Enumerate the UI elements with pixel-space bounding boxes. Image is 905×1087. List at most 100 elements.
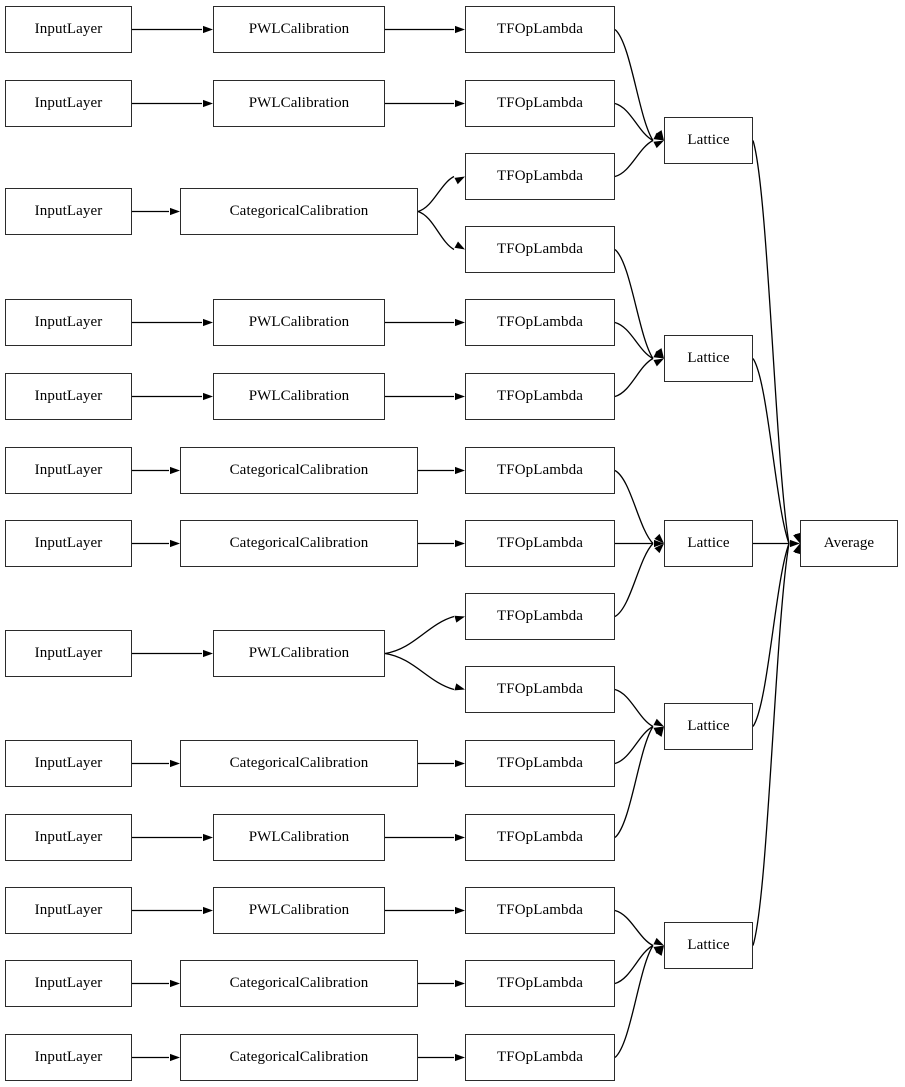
graph-node-in2[interactable]: InputLayer xyxy=(5,80,132,127)
graph-node-label: TFOpLambda xyxy=(497,21,583,37)
graph-node-lat4[interactable]: Lattice xyxy=(664,703,753,750)
graph-node-in8[interactable]: InputLayer xyxy=(5,630,132,677)
graph-node-cal8[interactable]: PWLCalibration xyxy=(213,630,385,677)
graph-node-cal4[interactable]: PWLCalibration xyxy=(213,299,385,346)
graph-node-label: PWLCalibration xyxy=(248,95,350,111)
graph-arrowhead-cal5-to-op6 xyxy=(455,392,465,401)
graph-node-in10[interactable]: InputLayer xyxy=(5,814,132,861)
graph-node-in5[interactable]: InputLayer xyxy=(5,373,132,420)
graph-node-op7[interactable]: TFOpLambda xyxy=(465,447,615,494)
graph-node-label: PWLCalibration xyxy=(248,388,350,404)
graph-node-label: PWLCalibration xyxy=(248,645,350,661)
graph-arrowhead-lat3-to-avg xyxy=(790,539,800,548)
graph-node-op10[interactable]: TFOpLambda xyxy=(465,666,615,713)
graph-node-label: InputLayer xyxy=(34,388,103,404)
graph-node-in12[interactable]: InputLayer xyxy=(5,960,132,1007)
graph-arrowhead-cal12-to-op14 xyxy=(455,979,465,988)
graph-node-op15[interactable]: TFOpLambda xyxy=(465,1034,615,1081)
graph-edge-lat2-to-avg xyxy=(752,358,790,544)
graph-node-cal11[interactable]: PWLCalibration xyxy=(213,887,385,934)
graph-node-label: InputLayer xyxy=(34,95,103,111)
graph-node-label: Lattice xyxy=(687,718,730,734)
graph-node-op8[interactable]: TFOpLambda xyxy=(465,520,615,567)
graph-arrowhead-in10-to-cal10 xyxy=(203,833,213,842)
graph-node-cal12[interactable]: CategoricalCalibration xyxy=(180,960,418,1007)
graph-node-avg[interactable]: Average xyxy=(800,520,898,567)
graph-node-cal3[interactable]: CategoricalCalibration xyxy=(180,188,418,235)
graph-arrowhead-op5-to-lat2 xyxy=(653,350,664,359)
graph-node-op14[interactable]: TFOpLambda xyxy=(465,960,615,1007)
graph-node-lat2[interactable]: Lattice xyxy=(664,335,753,382)
graph-edge-op4-to-lat2 xyxy=(614,248,654,359)
graph-node-lat1[interactable]: Lattice xyxy=(664,117,753,164)
graph-node-label: InputLayer xyxy=(34,21,103,37)
graph-node-label: InputLayer xyxy=(34,1049,103,1065)
graph-edge-cal3-to-op4 xyxy=(417,210,455,251)
graph-node-label: Lattice xyxy=(687,535,730,551)
graph-node-label: TFOpLambda xyxy=(497,241,583,257)
graph-node-op6[interactable]: TFOpLambda xyxy=(465,373,615,420)
graph-edge-op3-to-lat1 xyxy=(614,139,654,178)
graph-node-in13[interactable]: InputLayer xyxy=(5,1034,132,1081)
graph-node-label: InputLayer xyxy=(34,902,103,918)
graph-edge-op14-to-lat5 xyxy=(614,944,654,985)
graph-arrowhead-in9-to-cal9 xyxy=(170,759,180,768)
graph-node-in1[interactable]: InputLayer xyxy=(5,6,132,53)
graph-node-cal13[interactable]: CategoricalCalibration xyxy=(180,1034,418,1081)
graph-node-in7[interactable]: InputLayer xyxy=(5,520,132,567)
graph-node-label: InputLayer xyxy=(34,535,103,551)
graph-arrowhead-op4-to-lat2 xyxy=(655,348,664,359)
graph-arrowhead-op15-to-lat5 xyxy=(655,945,664,956)
graph-node-label: InputLayer xyxy=(34,645,103,661)
graph-node-in11[interactable]: InputLayer xyxy=(5,887,132,934)
graph-node-op2[interactable]: TFOpLambda xyxy=(465,80,615,127)
graph-node-op12[interactable]: TFOpLambda xyxy=(465,814,615,861)
graph-node-label: TFOpLambda xyxy=(497,1049,583,1065)
graph-edge-op6-to-lat2 xyxy=(614,357,654,398)
graph-node-op3[interactable]: TFOpLambda xyxy=(465,153,615,200)
graph-node-in4[interactable]: InputLayer xyxy=(5,299,132,346)
graph-node-in6[interactable]: InputLayer xyxy=(5,447,132,494)
graph-node-op4[interactable]: TFOpLambda xyxy=(465,226,615,273)
graph-node-op11[interactable]: TFOpLambda xyxy=(465,740,615,787)
graph-node-op9[interactable]: TFOpLambda xyxy=(465,593,615,640)
graph-arrowhead-in3-to-cal3 xyxy=(170,207,180,216)
graph-node-lat5[interactable]: Lattice xyxy=(664,922,753,969)
graph-edge-cal8-to-op10 xyxy=(384,652,455,691)
graph-node-cal5[interactable]: PWLCalibration xyxy=(213,373,385,420)
graph-arrowhead-cal13-to-op15 xyxy=(455,1053,465,1062)
graph-arrowhead-cal10-to-op12 xyxy=(455,833,465,842)
graph-node-label: TFOpLambda xyxy=(497,681,583,697)
graph-node-label: PWLCalibration xyxy=(248,21,350,37)
graph-node-label: CategoricalCalibration xyxy=(229,203,369,219)
graph-arrowhead-op8-to-lat3 xyxy=(654,539,664,548)
graph-node-in3[interactable]: InputLayer xyxy=(5,188,132,235)
graph-edge-lat5-to-avg xyxy=(752,543,790,946)
graph-node-cal1[interactable]: PWLCalibration xyxy=(213,6,385,53)
graph-node-op5[interactable]: TFOpLambda xyxy=(465,299,615,346)
graph-node-cal6[interactable]: CategoricalCalibration xyxy=(180,447,418,494)
graph-edge-lat1-to-avg xyxy=(752,140,790,544)
graph-node-cal7[interactable]: CategoricalCalibration xyxy=(180,520,418,567)
graph-edge-op9-to-lat3 xyxy=(614,543,654,618)
graph-arrowhead-in2-to-cal2 xyxy=(203,99,213,108)
graph-arrowhead-cal1-to-op1 xyxy=(455,25,465,34)
graph-node-label: InputLayer xyxy=(34,829,103,845)
graph-arrowhead-op14-to-lat5 xyxy=(653,945,664,954)
graph-node-cal9[interactable]: CategoricalCalibration xyxy=(180,740,418,787)
graph-node-cal10[interactable]: PWLCalibration xyxy=(213,814,385,861)
graph-edge-cal3-to-op3 xyxy=(417,175,455,213)
graph-arrowhead-op10-to-lat4 xyxy=(653,718,664,727)
graph-node-lat3[interactable]: Lattice xyxy=(664,520,753,567)
graph-node-label: TFOpLambda xyxy=(497,975,583,991)
graph-edge-op10-to-lat4 xyxy=(614,688,654,728)
graph-edge-op12-to-lat4 xyxy=(614,726,654,838)
graph-node-cal2[interactable]: PWLCalibration xyxy=(213,80,385,127)
graph-node-in9[interactable]: InputLayer xyxy=(5,740,132,787)
graph-node-label: CategoricalCalibration xyxy=(229,462,369,478)
graph-arrowhead-cal2-to-op2 xyxy=(455,99,465,108)
graph-node-op13[interactable]: TFOpLambda xyxy=(465,887,615,934)
graph-arrowhead-cal6-to-op7 xyxy=(455,466,465,475)
graph-node-op1[interactable]: TFOpLambda xyxy=(465,6,615,53)
